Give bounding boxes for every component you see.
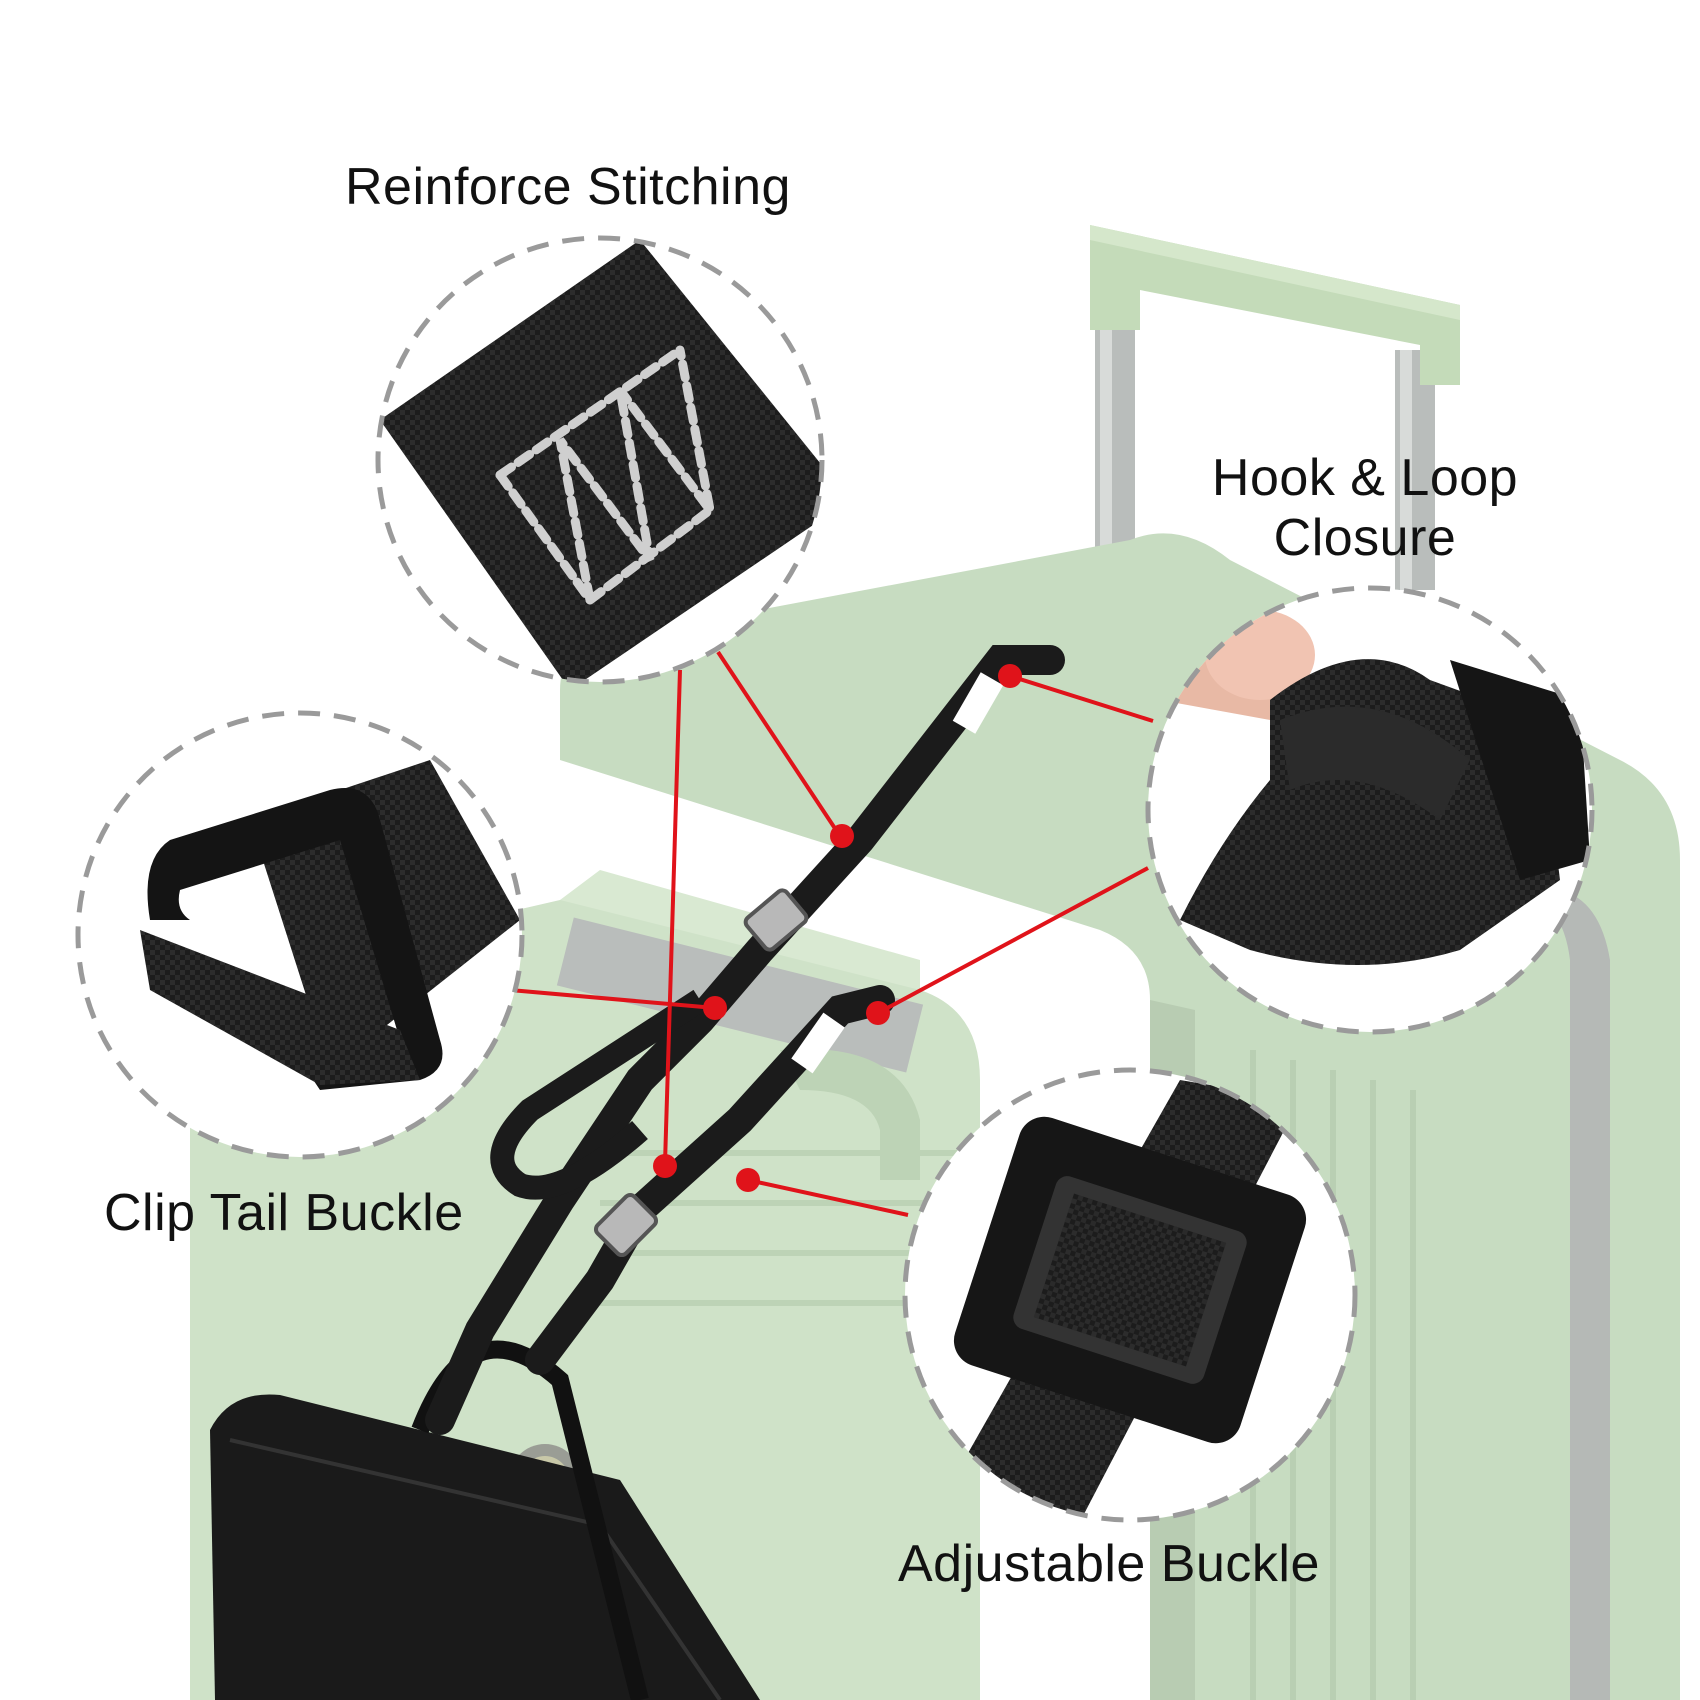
adjustable-buckle-label: Adjustable Buckle (898, 1535, 1320, 1593)
adjustable-callout (902, 1067, 1358, 1523)
leader-dots (653, 664, 1022, 1192)
hook-loop-label-line1: Hook & Loop (1211, 449, 1519, 507)
hook-loop-label-line2: Closure (1273, 509, 1457, 567)
stitching-callout (375, 235, 825, 685)
clip-tail-buckle-label: Clip Tail Buckle (104, 1184, 464, 1242)
luggage-strap (425, 645, 1065, 1435)
clip-tail-callout (75, 710, 525, 1160)
telescoping-handle (1090, 225, 1460, 590)
leader-lines (509, 650, 1154, 1217)
hook-loop-callout (1145, 585, 1595, 1035)
hook-loop-closure-label: Hook & Loop Closure (1185, 448, 1545, 568)
reinforce-stitching-label: Reinforce Stitching (345, 158, 791, 216)
